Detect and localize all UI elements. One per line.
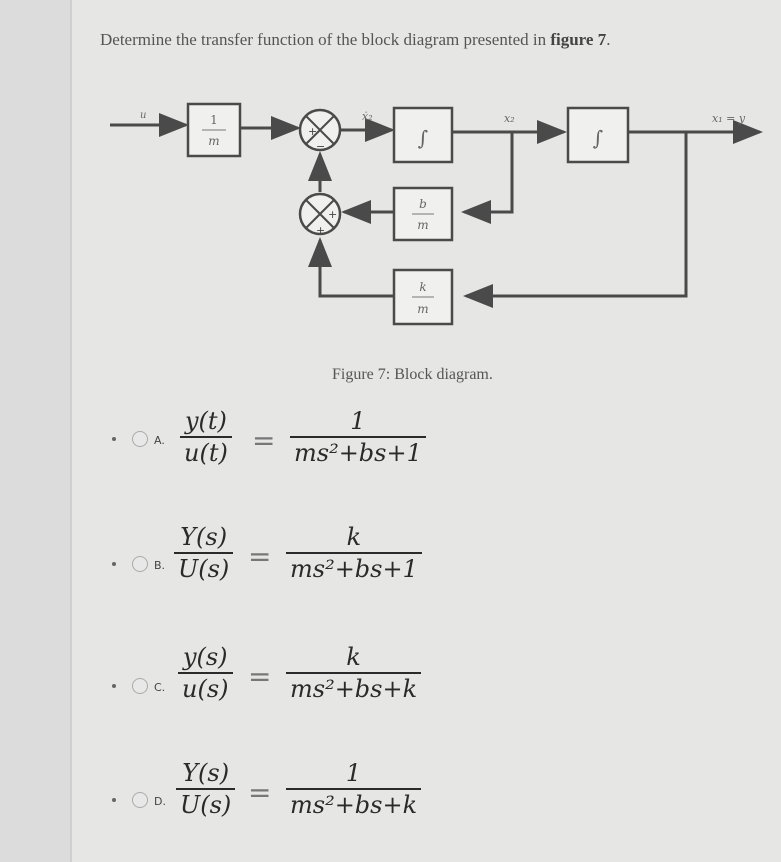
- rhs-numerator-a: 1: [350, 407, 366, 435]
- answer-option-a[interactable]: A. y(t) u(t) = 1 ms²+bs+1: [0, 400, 781, 490]
- damping-block: b m: [392, 186, 454, 242]
- spring-numerator: k: [419, 280, 426, 294]
- equals-sign: =: [252, 424, 276, 457]
- spring-feedback-line: [463, 132, 688, 308]
- integrator-block-2: ∫: [566, 106, 630, 164]
- integrator-block-1: ∫: [392, 106, 454, 164]
- output-label: x₁ = y: [712, 112, 746, 125]
- gain-numerator: 1: [210, 113, 218, 127]
- option-letter-b: B.: [154, 559, 166, 572]
- lhs-numerator-b: Y(s): [180, 523, 228, 551]
- bullet-dot: [112, 562, 116, 566]
- rhs-fraction-b: k ms²+bs+1: [286, 522, 422, 584]
- equals-sign: =: [248, 776, 272, 809]
- integrator-2-symbol: ∫: [593, 126, 603, 150]
- fraction-bar: [180, 436, 232, 438]
- bullet-dot: [112, 684, 116, 688]
- rhs-numerator-b: k: [346, 523, 362, 551]
- option-letter-c: C.: [154, 681, 166, 694]
- fraction-bar: [286, 672, 422, 674]
- block-diagram: 1 m + − + + ∫ ∫ b m k m u: [110, 102, 763, 326]
- option-letter-d: D.: [154, 795, 166, 808]
- lhs-fraction-c: y(s) u(s): [178, 642, 233, 704]
- bottom-sum-lower-sign: +: [316, 224, 325, 237]
- fraction-bar: [290, 436, 426, 438]
- lhs-fraction-a: y(t) u(t): [180, 406, 232, 468]
- figure-caption: Figure 7: Block diagram.: [332, 366, 493, 383]
- spring-block: k m: [392, 268, 454, 326]
- lhs-numerator-d: Y(s): [182, 759, 230, 787]
- top-sum-plus-sign: +: [308, 125, 317, 138]
- rhs-numerator-d: 1: [345, 759, 362, 787]
- gain-block: 1 m: [186, 102, 242, 158]
- radio-button-c[interactable]: [132, 678, 148, 694]
- rhs-fraction-c: k ms²+bs+k: [286, 642, 422, 704]
- fraction-bar: [174, 552, 234, 554]
- lhs-denominator-d: U(s): [180, 791, 232, 819]
- bottom-summing-junction: + +: [298, 192, 342, 237]
- input-label: u: [140, 110, 146, 121]
- bottom-sum-right-sign: +: [328, 208, 337, 221]
- fraction-bar: [286, 788, 422, 790]
- bullet-dot: [112, 437, 116, 441]
- damping-numerator: b: [419, 197, 427, 211]
- question-figure-ref: figure 7: [550, 30, 607, 49]
- equals-sign: =: [248, 660, 272, 693]
- answer-option-c[interactable]: C. y(s) u(s) = k ms²+bs+k: [0, 634, 781, 724]
- bullet-dot: [112, 798, 116, 802]
- damping-feedback-line: [461, 132, 514, 224]
- integrator-1-symbol: ∫: [418, 126, 428, 150]
- rhs-fraction-d: 1 ms²+bs+k: [286, 758, 422, 820]
- fraction-bar: [286, 552, 422, 554]
- rhs-denominator-c: ms²+bs+k: [290, 675, 418, 703]
- top-sum-minus-sign: −: [316, 140, 325, 153]
- equals-sign: =: [248, 540, 272, 573]
- lhs-denominator-c: u(s): [182, 675, 229, 703]
- spring-to-sum-arrow: [308, 237, 394, 298]
- signal-x2-label: x₂: [504, 112, 515, 125]
- lhs-fraction-b: Y(s) U(s): [174, 522, 234, 584]
- answer-option-d[interactable]: D. Y(s) U(s) = 1 ms²+bs+k: [0, 752, 781, 842]
- top-summing-junction: + −: [298, 108, 342, 153]
- damping-denominator: m: [417, 218, 428, 232]
- signal-xdot2-label: ẋ₂: [362, 110, 373, 123]
- lhs-fraction-d: Y(s) U(s): [176, 758, 236, 820]
- question-text-end: .: [606, 30, 611, 49]
- fraction-bar: [176, 788, 236, 790]
- lhs-numerator-c: y(s): [182, 643, 228, 671]
- lhs-denominator-b: U(s): [178, 555, 230, 583]
- radio-button-b[interactable]: [132, 556, 148, 572]
- rhs-fraction-a: 1 ms²+bs+1: [290, 406, 426, 468]
- answer-option-b[interactable]: B. Y(s) U(s) = k ms²+bs+1: [0, 516, 781, 606]
- fraction-bar: [178, 672, 233, 674]
- rhs-denominator-b: ms²+bs+1: [290, 555, 418, 583]
- rhs-denominator-a: ms²+bs+1: [294, 439, 422, 467]
- question-text: Determine the transfer function of the b…: [100, 30, 610, 50]
- question-text-start: Determine the transfer function of the b…: [100, 30, 551, 49]
- rhs-denominator-d: ms²+bs+k: [290, 791, 418, 819]
- rhs-numerator-c: k: [346, 643, 361, 671]
- radio-button-d[interactable]: [132, 792, 148, 808]
- gain-denominator: m: [208, 134, 219, 148]
- lhs-numerator-a: y(t): [184, 407, 227, 435]
- radio-button-a[interactable]: [132, 431, 148, 447]
- lhs-denominator-a: u(t): [184, 439, 228, 467]
- option-letter-a: A.: [154, 434, 165, 447]
- spring-denominator: m: [417, 302, 428, 316]
